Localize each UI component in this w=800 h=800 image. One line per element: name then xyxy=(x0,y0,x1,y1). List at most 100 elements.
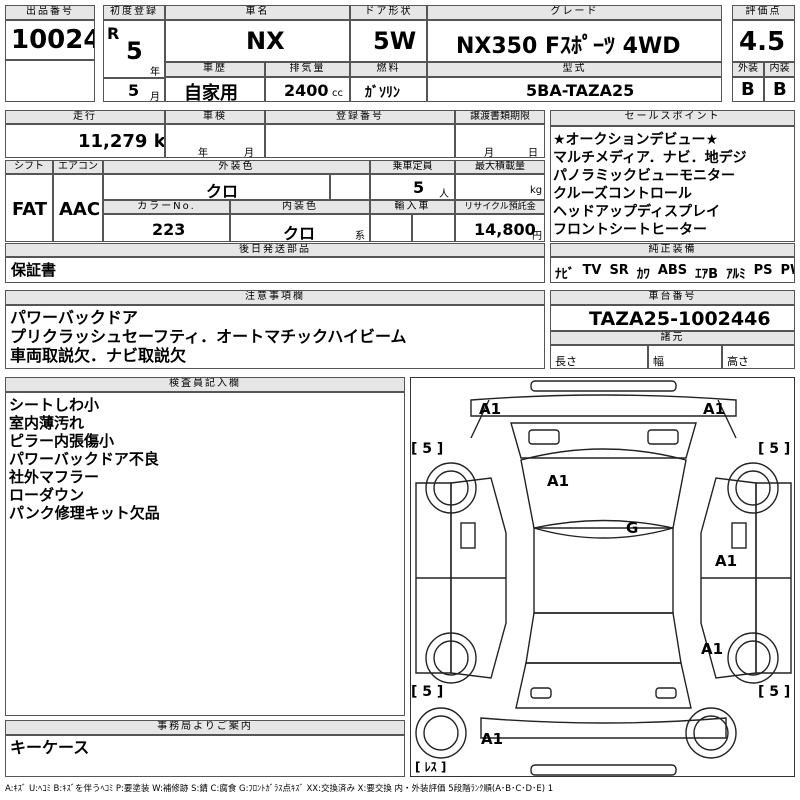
inspect-header: 車検 xyxy=(165,110,265,124)
fuel: ｶﾞｿﾘﾝ xyxy=(365,85,400,101)
ac: AAC xyxy=(59,199,101,220)
ext-header: 外装 xyxy=(732,62,764,77)
displacement: 2400 xyxy=(284,81,329,100)
import-cell-a xyxy=(370,214,412,242)
inspector-header: 検査員記入欄 xyxy=(5,377,405,392)
reg-year-unit: 年 xyxy=(150,67,160,78)
capacity: 5 xyxy=(413,178,425,197)
cap-header: 乗車定員 xyxy=(370,160,455,174)
grade: NX350 Fｽﾎﾟｰﾂ 4WD xyxy=(456,34,681,59)
fuel-cell: ｶﾞｿﾘﾝ xyxy=(350,77,427,102)
door-header: ドア形状 xyxy=(350,5,427,20)
inspector-cell: シートしわ小 室内薄汚れ ピラー内張傷小 パワーバックドア不良 社外マフラー ロ… xyxy=(5,392,405,716)
int-color: クロ xyxy=(283,224,316,242)
score-cell: 4.5 xyxy=(732,20,795,62)
equip-item: ｶﾜ xyxy=(636,267,650,282)
inspector-line: 社外マフラー xyxy=(9,468,100,486)
sales-header: セールスポイント xyxy=(550,110,795,126)
colorno-header: カラーNo. xyxy=(103,200,230,214)
ac-header: エアコン xyxy=(53,160,103,174)
notes-header: 注意事項欄 xyxy=(5,290,545,305)
equip-item: TV xyxy=(582,263,602,278)
sales-line: マルチメディア．ナビ．地デジ xyxy=(553,150,747,166)
damage-mark: G xyxy=(626,519,639,537)
chassis-header: 車台番号 xyxy=(550,290,795,305)
tread-depth: [ 5 ] xyxy=(758,684,791,700)
mileage-header: 走行 xyxy=(5,110,165,124)
sales-line: フロントシートヒーター xyxy=(553,222,707,238)
sales-line: ヘッドアップディスプレイ xyxy=(553,204,721,220)
transfer-header: 譲渡書類期限 xyxy=(455,110,545,124)
sales-cell: ★オークションデビュー★ マルチメディア．ナビ．地デジ パノラミックビューモニタ… xyxy=(550,126,795,242)
reg-month-unit: 月 xyxy=(150,92,160,102)
inspector-line: ローダウン xyxy=(9,486,85,504)
damage-mark: A1 xyxy=(701,640,724,658)
car-name: NX xyxy=(246,27,285,55)
ext-color: クロ xyxy=(206,182,239,200)
door-cell: 5W xyxy=(350,20,427,62)
inspector-line: シートしわ小 xyxy=(9,396,100,414)
transfer-cell: 月 日 xyxy=(455,124,545,158)
shift-header: シフト xyxy=(5,160,53,174)
dims-header: 諸元 xyxy=(550,331,795,345)
notes-cell: パワーバックドア プリクラッシュセーフティ．オートマチックハイビーム 車両取説欠… xyxy=(5,305,545,369)
inspector-line: パワーバックドア不良 xyxy=(9,450,159,468)
equip-item: ABS xyxy=(657,263,688,278)
equip-item: PW xyxy=(780,263,794,278)
sales-line: クルーズコントロール xyxy=(553,186,692,202)
ext-cell: B xyxy=(732,77,764,102)
color-cell: クロ xyxy=(103,174,330,200)
later-header: 後日発送部品 xyxy=(5,243,545,257)
office-cell: キーケース xyxy=(5,735,405,777)
era: R xyxy=(107,24,120,43)
recycle-fee: 14,800 xyxy=(474,220,536,239)
intcolor-unit: 系 xyxy=(355,231,365,242)
load-cell: kg xyxy=(455,174,545,200)
model-code: 5BA-TAZA25 xyxy=(526,81,635,100)
lot-empty xyxy=(5,60,95,102)
color-sub xyxy=(330,174,370,200)
equip-item: ｱﾙﾐ xyxy=(726,267,746,282)
equip-cell: ﾅﾋﾞ TV SR ｶﾜ ABS ｴｱB ｱﾙﾐ PS PW xyxy=(550,257,795,283)
equip-item: ｴｱB xyxy=(695,267,719,282)
name-cell: NX xyxy=(165,20,350,62)
tread-depth: [ 5 ] xyxy=(411,684,444,700)
transfer-month-unit: 月 xyxy=(484,148,494,158)
recycle-unit: 円 xyxy=(532,231,542,242)
equip-list: ﾅﾋﾞ TV SR ｶﾜ ABS ｴｱB ｱﾙﾐ PS PW xyxy=(555,263,794,282)
note-line: プリクラッシュセーフティ．オートマチックハイビーム xyxy=(10,327,407,346)
wid-label: 幅 xyxy=(653,355,664,368)
mileage-cell: 11,279 km xyxy=(5,124,165,158)
cap-unit: 人 xyxy=(439,189,449,200)
colorno-cell: 223 xyxy=(103,214,230,242)
cap-cell: 5 人 xyxy=(370,174,455,200)
sales-line: ★オークションデビュー★ xyxy=(553,132,719,148)
score-header: 評価点 xyxy=(732,5,795,20)
import-cell-b xyxy=(412,214,455,242)
load-header: 最大積載量 xyxy=(455,160,545,174)
car-outline-svg xyxy=(415,380,792,776)
legend: A:ｷｽﾞ U:ﾍｺﾐ B:ｷｽﾞを伴うﾍｺﾐ P:要塗装 W:補修跡 S:錆 … xyxy=(5,784,554,794)
equip-item: SR xyxy=(609,263,629,278)
grade-cell: NX350 Fｽﾎﾟｰﾂ 4WD xyxy=(427,20,722,62)
reg-month: 5 xyxy=(128,81,140,100)
tread-depth: [ 5 ] xyxy=(411,441,444,457)
inspect-year-unit: 年 xyxy=(198,148,208,158)
grade-header: グレード xyxy=(427,5,722,20)
transfer-day-unit: 日 xyxy=(528,148,538,158)
model-cell: 5BA-TAZA25 xyxy=(427,77,722,102)
note-line: パワーバックドア xyxy=(10,308,138,327)
inspector-line: パンク修理キット欠品 xyxy=(9,504,160,522)
intcolor-header: 内装色 xyxy=(230,200,370,214)
wid-cell: 幅 xyxy=(648,345,722,369)
int-score: B xyxy=(773,79,787,100)
door-type: 5W xyxy=(373,27,417,55)
lot-header: 出品番号 xyxy=(5,5,95,20)
mileage: 11,279 km xyxy=(78,131,165,152)
inspector-line: 室内薄汚れ xyxy=(9,414,85,432)
len-label: 長さ xyxy=(555,355,577,368)
office-text: キーケース xyxy=(10,738,90,757)
sales-line: パノラミックビューモニター xyxy=(553,168,735,184)
model-header: 型式 xyxy=(427,62,722,77)
inspect-cell: 年 月 xyxy=(165,124,265,158)
